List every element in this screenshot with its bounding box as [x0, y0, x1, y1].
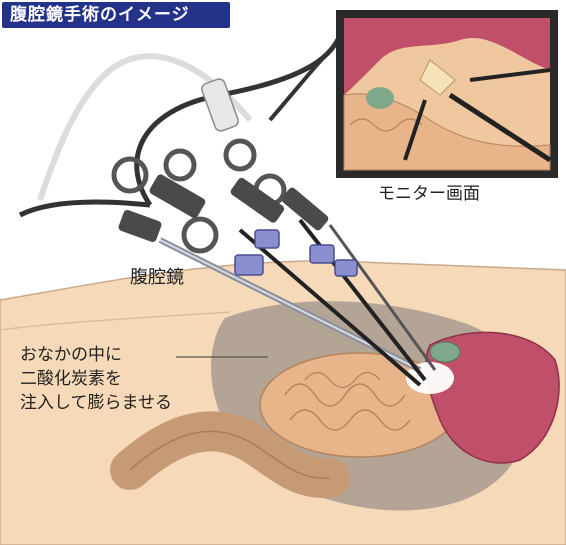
insufflation-note: おなかの中に 二酸化炭素を 注入して膨らませる: [20, 343, 172, 415]
diagram-title: 腹腔鏡手術のイメージ: [2, 2, 230, 28]
gallbladder: [430, 342, 460, 362]
laparoscope-label: 腹腔鏡: [130, 266, 184, 289]
note-line-2: 二酸化炭素を: [20, 367, 172, 391]
note-line-3: 注入して膨らませる: [20, 391, 172, 415]
note-line-1: おなかの中に: [20, 343, 172, 367]
handle-bodies: [117, 173, 329, 243]
monitor: [336, 10, 558, 178]
monitor-caption: モニター画面: [378, 183, 480, 205]
